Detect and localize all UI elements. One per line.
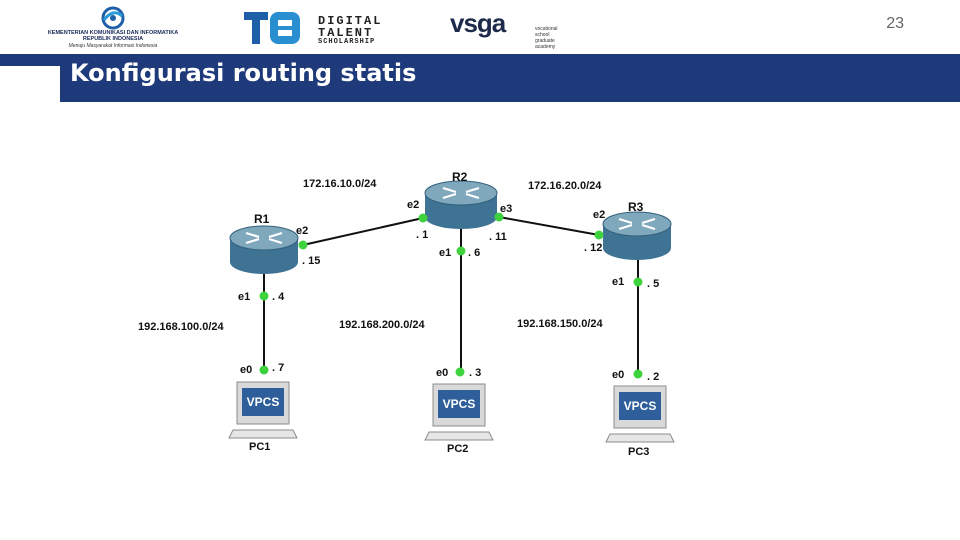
net-r1-pc1-label: 192.168.100.0/24: [138, 321, 225, 333]
pc1-label: PC1: [249, 441, 270, 453]
port-r1-e1[interactable]: [259, 291, 269, 301]
ports: [259, 212, 643, 379]
page-number: 23: [886, 15, 904, 32]
router-arrows-icon: [442, 186, 480, 200]
dts-line3: SCHOLARSHIP: [318, 38, 376, 46]
pc1[interactable]: VPCS: [228, 381, 298, 439]
net-r2-pc2-label: 192.168.200.0/24: [339, 319, 426, 331]
ip-pc2: . 3: [469, 367, 481, 379]
kominfo-tagline: Menuju Masyarakat Informasi Indonesia: [68, 43, 158, 49]
kominfo-emblem-icon: [101, 6, 125, 30]
pc2[interactable]: VPCS: [424, 383, 494, 441]
port-r1-e2[interactable]: [298, 240, 308, 250]
port-r2-e2[interactable]: [418, 213, 428, 223]
if-r3-e1: e1: [612, 276, 624, 288]
if-r1-e1: e1: [238, 291, 250, 303]
net-r3-pc3-label: 192.168.150.0/24: [517, 318, 604, 330]
ip-r1-e2: . 15: [302, 255, 320, 267]
pc2-screen-label: VPCS: [443, 397, 476, 411]
port-pc2-e0[interactable]: [455, 367, 465, 377]
net-r1-r2-label: 172.16.10.0/24: [303, 178, 377, 190]
link-r1-r2: [302, 217, 424, 246]
ip-pc3: . 2: [647, 371, 659, 383]
pc3-label: PC3: [628, 446, 649, 458]
digital-talent-logo: DIGITAL TALENT SCHOLARSHIP: [240, 6, 410, 48]
if-r2-e2: e2: [407, 199, 419, 211]
router-r1-label: R1: [254, 212, 270, 226]
router-r1[interactable]: [229, 225, 299, 274]
if-pc2-e0: e0: [436, 367, 448, 379]
port-r2-e1[interactable]: [456, 246, 466, 256]
kominfo-name: KEMENTERIAN KOMUNIKASI DAN INFORMATIKA R…: [47, 30, 179, 42]
router-arrows-icon: [618, 217, 656, 231]
router-r3-label: R3: [628, 200, 644, 214]
pc3-screen-label: VPCS: [624, 399, 657, 413]
ip-r2-e3: . 11: [489, 231, 507, 243]
port-r3-e1[interactable]: [633, 277, 643, 287]
ip-pc1: . 7: [272, 362, 284, 374]
port-pc1-e0[interactable]: [259, 365, 269, 375]
dts-emblem-icon: [244, 12, 300, 44]
kominfo-logo: KEMENTERIAN KOMUNIKASI DAN INFORMATIKA R…: [38, 6, 188, 49]
ip-r3-e1: . 5: [647, 278, 659, 290]
if-r1-e2: e2: [296, 225, 308, 237]
links: [263, 216, 639, 374]
if-r2-e1: e1: [439, 247, 451, 259]
if-r3-e2: e2: [593, 209, 605, 221]
pc2-label: PC2: [447, 443, 468, 455]
vsga-word: vsga: [450, 8, 506, 38]
dts-line1: DIGITAL: [318, 14, 383, 28]
title-bar: [60, 54, 960, 102]
slide-title: Konfigurasi routing statis: [70, 59, 417, 87]
vsga-logo: vsga vocational school graduate academy: [448, 6, 558, 51]
ip-r2-e2: . 1: [416, 229, 428, 241]
if-pc1-e0: e0: [240, 364, 252, 376]
router-arrows-icon: [245, 231, 283, 245]
ip-r2-e1: . 6: [468, 247, 480, 259]
link-r2-r3: [498, 216, 600, 236]
ip-r1-e1: . 4: [272, 291, 285, 303]
router-r2[interactable]: [424, 180, 498, 229]
pc3[interactable]: VPCS: [605, 385, 675, 443]
router-r3[interactable]: [602, 211, 672, 260]
if-r2-e3: e3: [500, 203, 512, 215]
pc1-screen-label: VPCS: [247, 395, 280, 409]
port-r2-e3[interactable]: [494, 212, 504, 222]
if-pc3-e0: e0: [612, 369, 624, 381]
port-pc3-e0[interactable]: [633, 369, 643, 379]
logo-bar: KEMENTERIAN KOMUNIKASI DAN INFORMATIKA R…: [0, 0, 960, 54]
port-r3-e2[interactable]: [594, 230, 604, 240]
ip-r3-e2: . 12: [584, 242, 602, 254]
router-r2-label: R2: [452, 170, 468, 184]
vsga-subtitle: vocational school graduate academy: [535, 26, 558, 50]
title-bar-notch: [0, 66, 60, 102]
dts-line2: TALENT: [318, 26, 374, 40]
net-r2-r3-label: 172.16.20.0/24: [528, 180, 602, 192]
